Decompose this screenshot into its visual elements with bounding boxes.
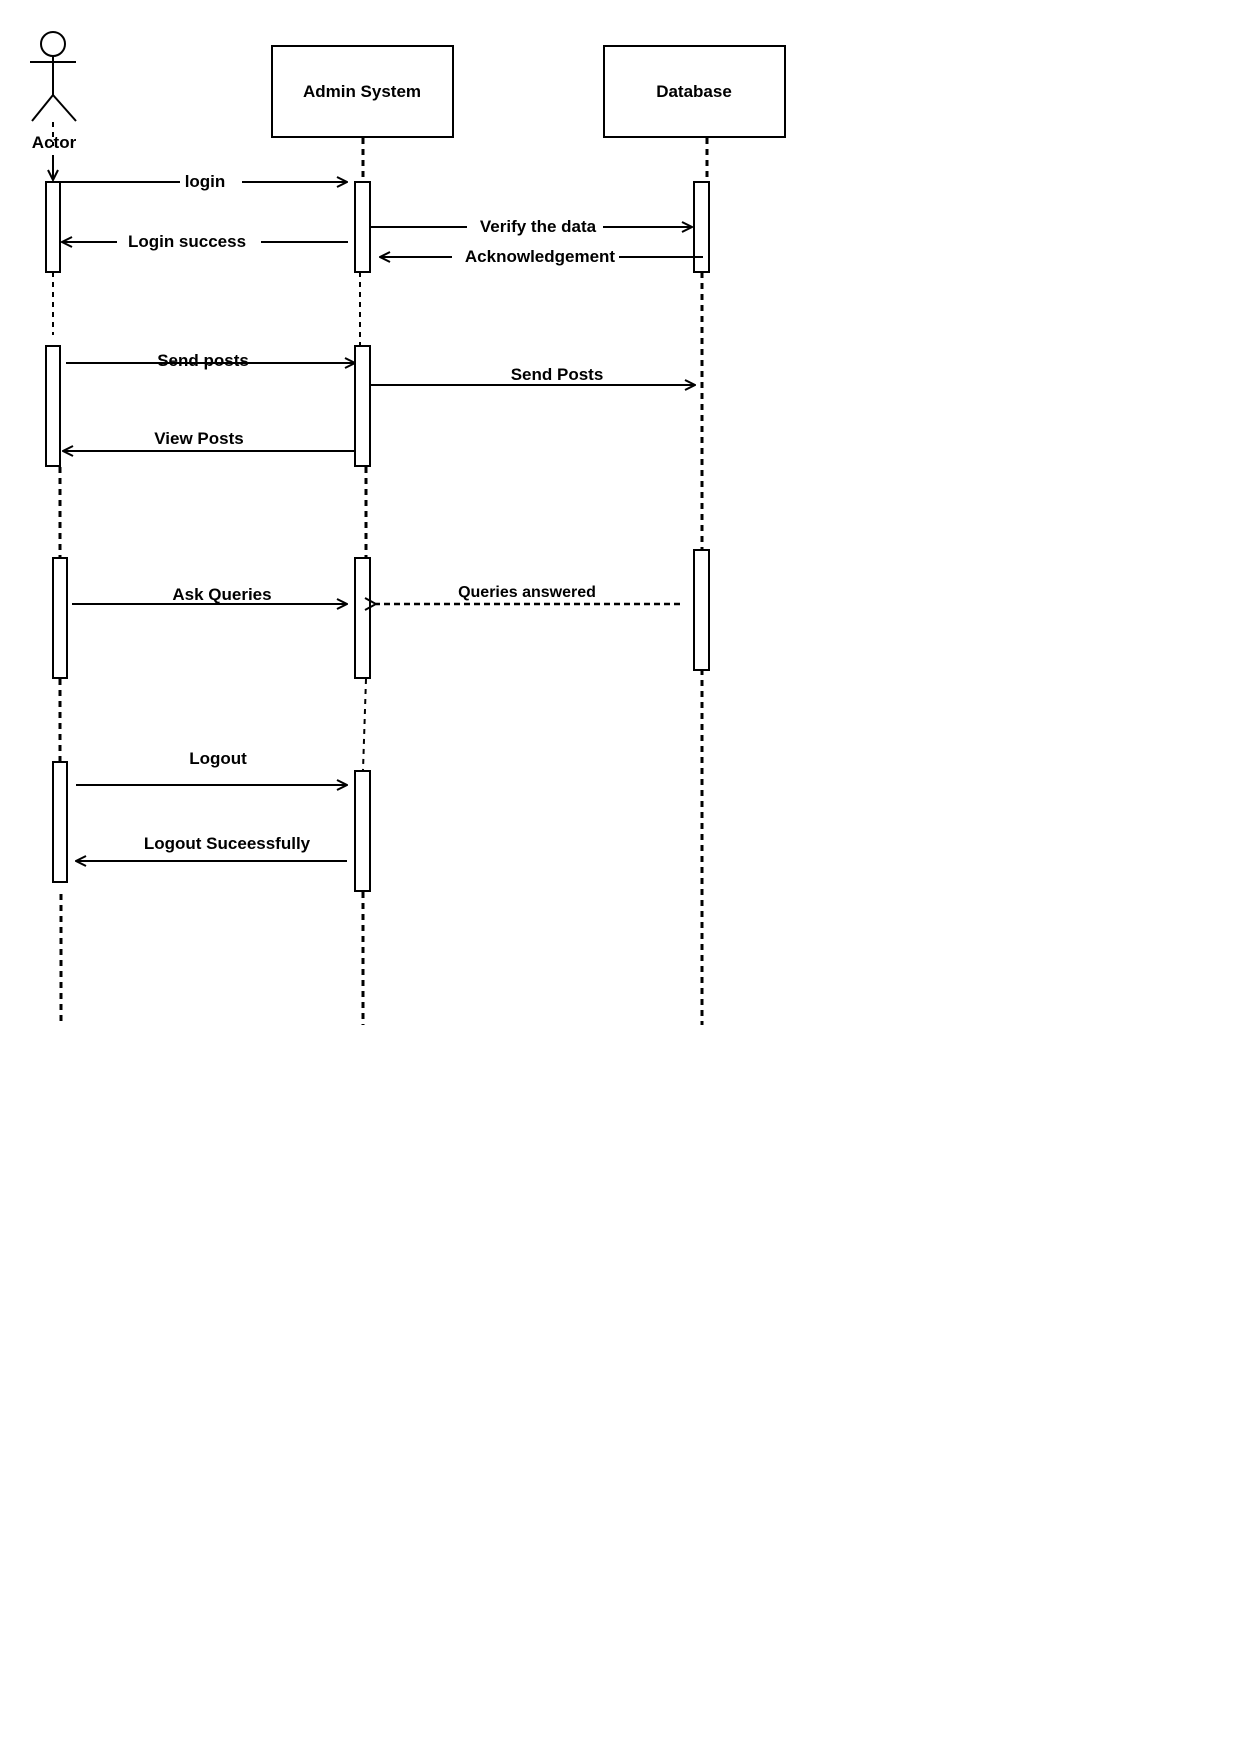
actor-activation-queries [52,557,68,679]
actor-figure [30,31,77,122]
login-success-label: Login success [128,232,246,251]
admin-lifeline [359,138,368,1025]
send-posts-db-label: Send Posts [511,365,604,384]
view-posts-label: View Posts [154,429,243,448]
actor-activation-login [45,181,61,273]
database-activation-verify [693,181,710,273]
admin-activation-posts [354,345,371,467]
ask-queries-label: Ask Queries [172,585,271,604]
admin-system-label: Admin System [303,82,421,101]
logout-success-label: Logout Suceessfully [144,834,311,853]
admin-system-box [271,45,454,138]
verify-label: Verify the data [480,217,597,236]
send-posts-label: Send posts [157,351,249,370]
logout-label: Logout [189,749,247,768]
actor-activation-posts [45,345,61,467]
actor-activation-logout [52,761,68,883]
admin-activation-queries [354,557,371,679]
database-box [603,45,786,138]
queries-answered-label: Queries answered [458,584,596,601]
admin-activation-login [354,181,371,273]
login-label: login [185,172,226,191]
ack-label: Acknowledgement [465,247,616,266]
database-label: Database [656,82,732,101]
actor-label: Actor [32,133,77,152]
database-activation-queries [693,549,710,671]
database-lifeline [700,138,709,1025]
actor-lifeline [52,122,63,1025]
admin-activation-logout [354,770,371,892]
